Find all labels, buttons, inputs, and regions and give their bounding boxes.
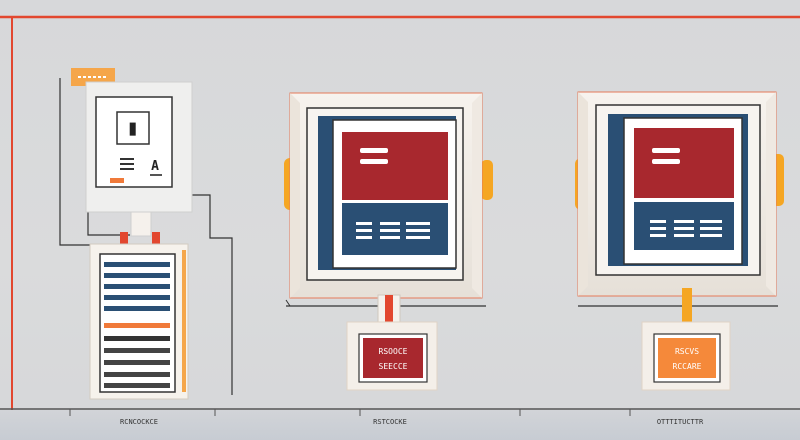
label-left: RCNCOCKCE <box>120 418 158 426</box>
label-center: RSTCOCKE <box>373 418 407 426</box>
right-screen-body <box>634 202 734 250</box>
left-meter-display <box>116 111 150 145</box>
left-meter-letter: A <box>151 159 159 174</box>
center-right-clip <box>481 160 493 200</box>
center-box-text-top: RSOOCE <box>379 347 408 356</box>
center-unit: RSOOCE SEECCE <box>284 92 493 391</box>
left-meter-glyph: ▉ <box>129 122 137 136</box>
center-box-text-bottom: SEECCE <box>379 362 408 371</box>
right-unit: RSCVS RCCARE <box>575 91 784 391</box>
left-stack-bars <box>104 262 170 388</box>
right-box-text-bottom: RCCARE <box>673 362 702 371</box>
right-screen-header <box>634 128 734 198</box>
right-screen-readout <box>650 220 722 237</box>
left-meter-led <box>110 178 124 183</box>
center-screen-header <box>342 132 448 200</box>
label-right: OTTTITUCTTR <box>657 418 704 426</box>
right-box-text-top: RSCVS <box>675 347 699 356</box>
frame-lines <box>0 15 800 440</box>
left-unit: ▉ A <box>59 68 233 400</box>
center-screen-readout <box>356 222 430 239</box>
bottom-labels: RCNCOCKCE RSTCOCKE OTTTITUCTTR <box>120 418 704 426</box>
